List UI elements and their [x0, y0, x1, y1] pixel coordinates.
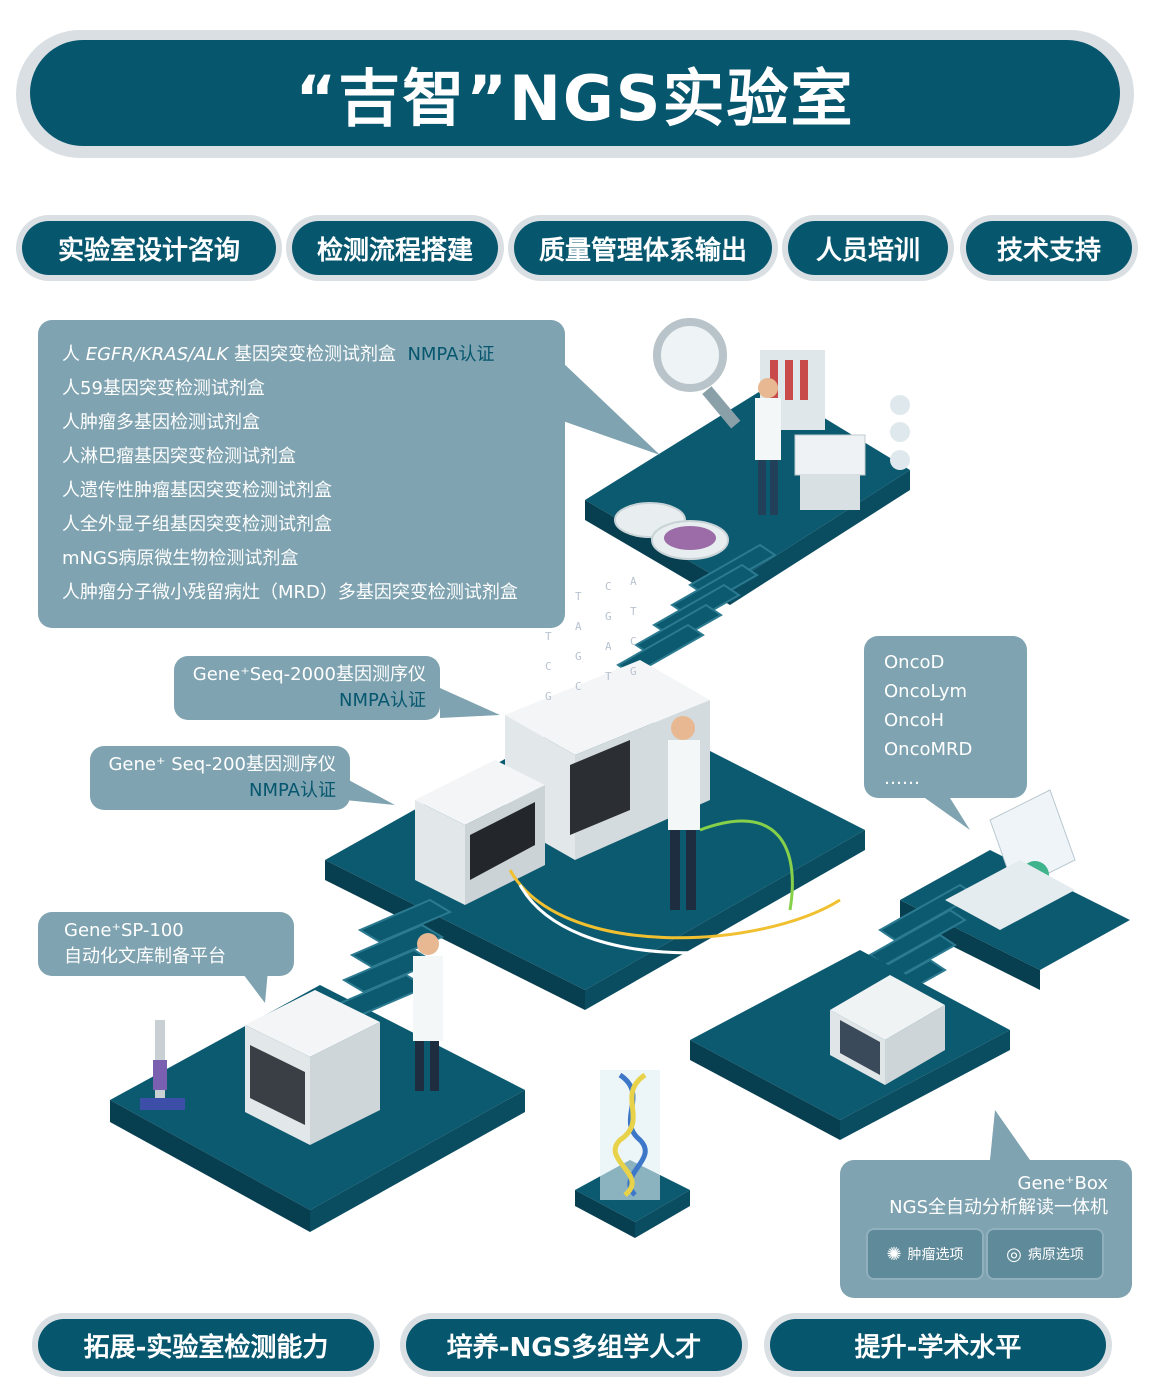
onco-item: ……: [884, 768, 920, 789]
kit-genes: EGFR/KRAS/ALK: [85, 344, 229, 365]
kit-item: 人全外显子组基因突变检测试剂盒: [62, 514, 332, 535]
kit-suffix: 基因突变检测试剂盒: [228, 344, 396, 365]
workstation: [794, 434, 866, 510]
service-label: 检测流程搭建: [292, 221, 498, 275]
svg-text:G: G: [545, 690, 552, 703]
service-pill-quality: 质量管理体系输出: [508, 215, 778, 281]
onco-item: OncoMRD: [884, 739, 973, 760]
svg-text:A: A: [630, 575, 637, 588]
magnifier-icon: [653, 318, 741, 429]
seq-2000-name: Gene⁺Seq-2000基因测序仪: [192, 664, 426, 685]
flask-stand: [140, 1020, 185, 1110]
dna-helix-icon: [612, 1072, 648, 1197]
scientist-center: [668, 716, 700, 910]
bottom-pill-train: 培养-NGS多组学人才: [400, 1313, 748, 1377]
sp-100-callout: Gene⁺SP-100 自动化文库制备平台: [38, 912, 294, 976]
bottom-label: 提升-学术水平: [770, 1319, 1106, 1371]
bottom-pill-academic: 提升-学术水平: [764, 1313, 1112, 1377]
kit-item: 人59基因突变检测试剂盒: [62, 378, 265, 399]
sp-100-name: Gene⁺SP-100: [64, 920, 184, 941]
kits-callout: 人 EGFR/KRAS/ALK 基因突变检测试剂盒 NMPA认证 人59基因突变…: [38, 320, 565, 628]
svg-text:T: T: [630, 605, 637, 618]
option-label: 肿瘤选项: [907, 1247, 964, 1263]
service-pill-workflow: 检测流程搭建: [286, 215, 504, 281]
svg-text:G: G: [605, 610, 612, 623]
virus-icon: ✺: [886, 1243, 902, 1265]
seq-2000-cert: NMPA认证: [338, 690, 426, 711]
option-label: 病原选项: [1027, 1247, 1084, 1263]
tumor-option-button[interactable]: ✺ 肿瘤选项: [866, 1228, 984, 1280]
genebox-name: Gene⁺Box: [1017, 1173, 1108, 1194]
kit-prefix: 人: [62, 344, 86, 365]
service-pill-training: 人员培训: [782, 215, 954, 281]
kit-item: mNGS病原微生物检测试剂盒: [62, 548, 299, 569]
bottom-label: 拓展-实验室检测能力: [38, 1319, 374, 1371]
scientist-top: [755, 378, 781, 515]
bottom-pill-expand: 拓展-实验室检测能力: [32, 1313, 380, 1377]
stairs-left: [333, 898, 453, 1019]
kit-item: 人肿瘤多基因检测试剂盒: [62, 412, 260, 433]
kit-cert: NMPA认证: [407, 344, 495, 365]
kit-line-1: 人 EGFR/KRAS/ALK 基因突变检测试剂盒 NMPA认证: [62, 338, 565, 372]
seq-2000-callout: Gene⁺Seq-2000基因测序仪 NMPA认证: [174, 656, 440, 720]
onco-callout: OncoD OncoLym OncoH OncoMRD ……: [864, 636, 1027, 798]
service-label: 人员培训: [788, 221, 948, 275]
seq-200-cert: NMPA认证: [248, 780, 336, 801]
sp-100-machine: [245, 990, 380, 1145]
svg-text:G: G: [630, 665, 637, 678]
svg-text:T: T: [545, 630, 552, 643]
svg-text:A: A: [575, 620, 582, 633]
kit-item: 人肿瘤分子微小残留病灶（MRD）多基因突变检测试剂盒: [62, 582, 518, 603]
svg-text:C: C: [545, 660, 552, 673]
callout-tails: [240, 360, 1030, 1160]
service-label: 技术支持: [966, 221, 1132, 275]
service-label: 质量管理体系输出: [514, 221, 772, 275]
seq-200-machine: [415, 760, 545, 905]
svg-text:C: C: [630, 635, 637, 648]
service-label: 实验室设计咨询: [22, 221, 276, 275]
genebox-machine: [830, 975, 945, 1085]
svg-text:T: T: [575, 590, 582, 603]
pathogen-icon: ◎: [1006, 1243, 1022, 1265]
sequence-ribbon: [508, 819, 851, 955]
pathogen-option-button[interactable]: ◎ 病原选项: [986, 1228, 1104, 1280]
genebox-desc: NGS全自动分析解读一体机: [889, 1197, 1108, 1218]
side-icons: [890, 395, 910, 470]
kit-item: 人遗传性肿瘤基因突变检测试剂盒: [62, 480, 332, 501]
onco-item: OncoLym: [884, 681, 968, 702]
sp-100-desc: 自动化文库制备平台: [64, 946, 226, 967]
svg-text:G: G: [575, 650, 582, 663]
report-document: [945, 789, 1076, 930]
svg-text:C: C: [575, 680, 582, 693]
service-pill-support: 技术支持: [960, 215, 1138, 281]
scientist-left: [413, 933, 443, 1091]
bottom-label: 培养-NGS多组学人才: [406, 1319, 742, 1371]
onco-item: OncoD: [884, 652, 945, 673]
petri-dishes: [614, 502, 729, 560]
seq-200-name: Gene⁺ Seq-200基因测序仪: [108, 754, 336, 775]
kit-item: 人淋巴瘤基因突变检测试剂盒: [62, 446, 296, 467]
page-title: “吉智”NGS实验室: [30, 40, 1120, 146]
service-pill-design: 实验室设计咨询: [16, 215, 282, 281]
svg-text:A: A: [605, 640, 612, 653]
seq-200-callout: Gene⁺ Seq-200基因测序仪 NMPA认证: [90, 746, 350, 810]
svg-text:T: T: [605, 670, 612, 683]
onco-item: OncoH: [884, 710, 945, 731]
genebox-callout: Gene⁺Box NGS全自动分析解读一体机 ✺ 肿瘤选项 ◎ 病原选项: [840, 1160, 1132, 1298]
svg-text:C: C: [605, 580, 612, 593]
